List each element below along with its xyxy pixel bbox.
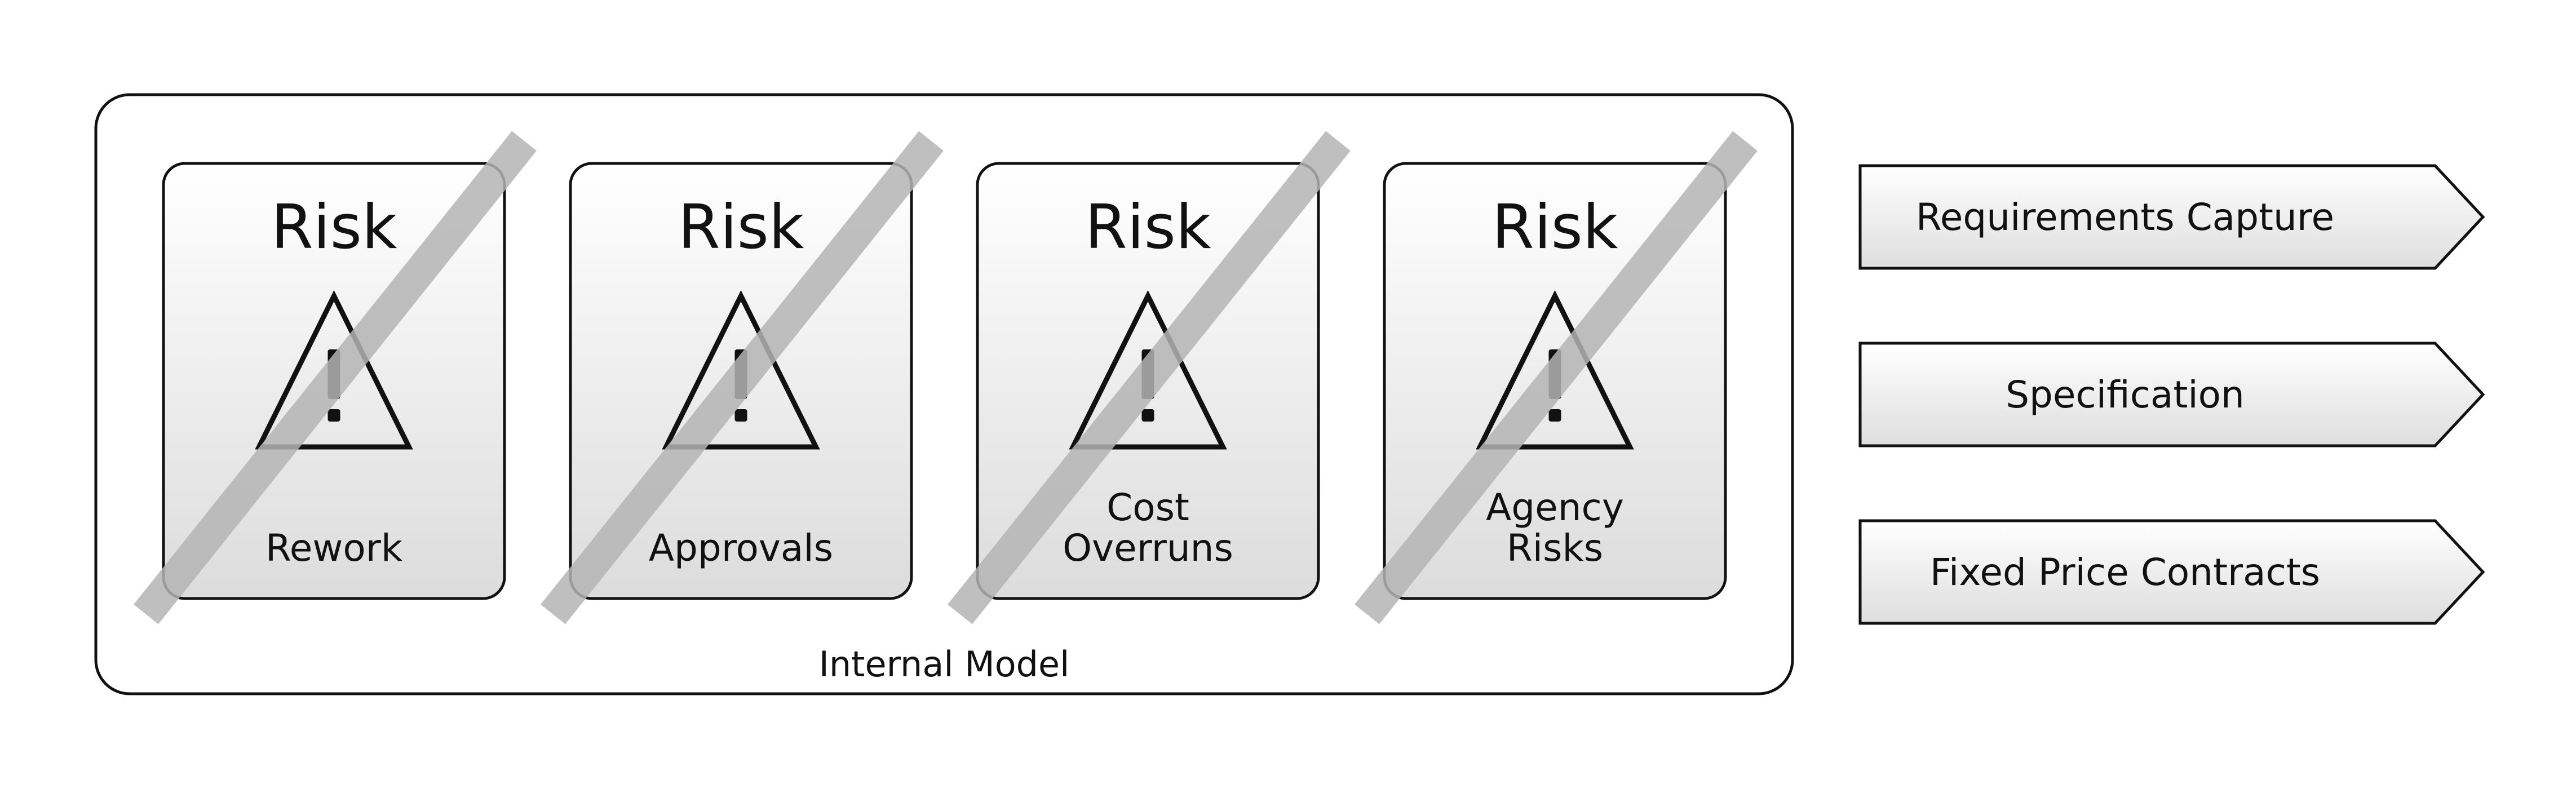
arrow-shape — [1858, 164, 2485, 270]
triangle-outline — [1069, 290, 1227, 450]
exclamation-dot — [327, 409, 340, 422]
internal-model-frame — [94, 93, 1794, 695]
risk-card-caption: Approvals — [649, 526, 833, 570]
exclamation-dot — [1548, 409, 1561, 422]
triangle-outline — [1476, 290, 1634, 450]
strike-through-bar — [134, 131, 537, 624]
risk-cards: RiskReworkRiskApprovalsRiskCostOverrunsR… — [134, 131, 1758, 624]
risk-card-caption: Cost — [1106, 486, 1189, 529]
exclamation-dot — [734, 409, 747, 422]
strike-through-bar — [948, 131, 1351, 624]
process-step-label: Fixed Price Contracts — [1930, 551, 2320, 594]
risk-card-title: Risk — [678, 192, 804, 263]
strike-through-bar — [1355, 131, 1758, 624]
risk-card-title: Risk — [271, 192, 397, 263]
risk-card-title: Risk — [1492, 192, 1618, 263]
triangle-outline — [255, 290, 413, 450]
process-step-label: Specification — [2006, 373, 2245, 416]
risk-card-caption: Risks — [1507, 526, 1603, 570]
arrow-shape — [1858, 519, 2485, 625]
strike-through-bar — [541, 131, 944, 624]
risk-card-caption: Overruns — [1063, 526, 1233, 570]
risk-card-caption: Agency — [1486, 486, 1624, 529]
internal-model-container: Internal Model — [94, 93, 1794, 695]
risk-card-caption: Rework — [265, 526, 403, 570]
risk-card-title: Risk — [1085, 192, 1211, 263]
arrow-shape — [1858, 342, 2485, 447]
exclamation-dot — [1141, 409, 1154, 422]
internal-model-label: Internal Model — [819, 644, 1070, 685]
triangle-outline — [662, 290, 820, 450]
process-step-label: Requirements Capture — [1916, 196, 2334, 239]
process-step-arrow: Requirements Capture — [1858, 164, 2485, 270]
process-step-arrow: Fixed Price Contracts — [1858, 519, 2485, 625]
process-step-arrow: Specification — [1858, 342, 2485, 447]
